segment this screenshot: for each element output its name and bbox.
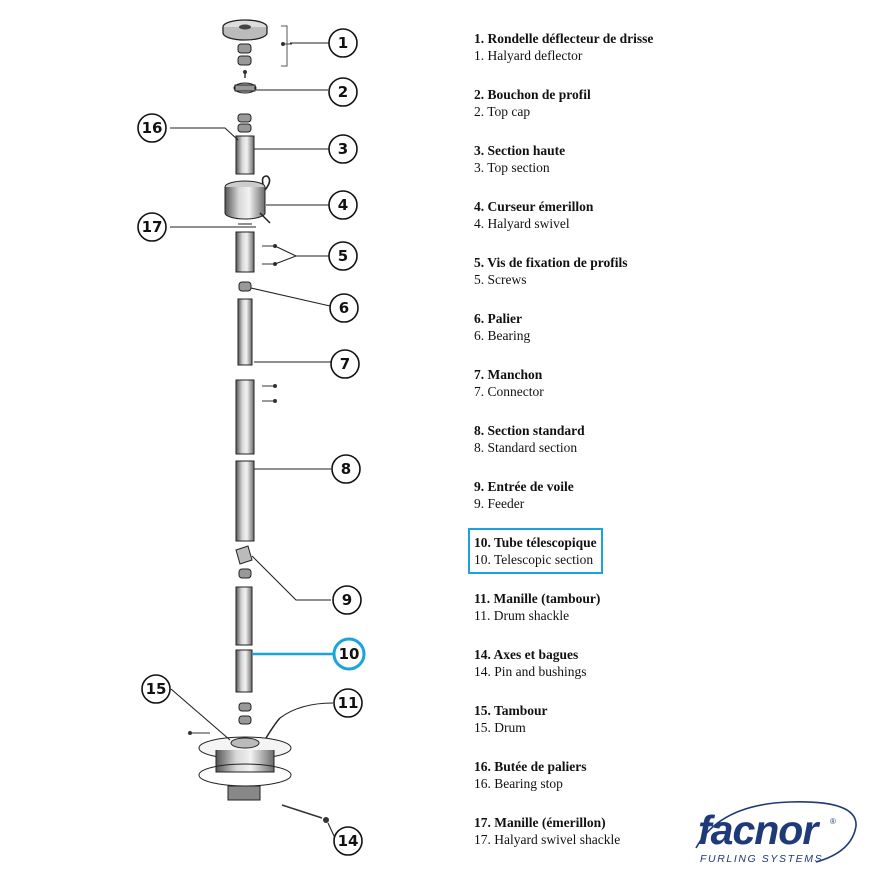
legend-item: 6. Palier 6. Bearing [474, 310, 754, 344]
facnor-logo: facnor ® FURLING SYSTEMS [695, 801, 857, 865]
legend-item-english: 5. Screws [474, 272, 527, 287]
part-telescopic-tube [235, 568, 253, 693]
legend-item-french: 9. Entrée de voile [474, 479, 574, 494]
legend-item-english: 6. Bearing [474, 328, 531, 343]
logo-wordmark: facnor [698, 807, 820, 853]
legend-item-english: 15. Drum [474, 720, 526, 735]
legend-item-english: 10. Telescopic section [474, 552, 594, 567]
legend-item: 14. Axes et bagues 14. Pin and bushings [474, 646, 754, 680]
legend-item: 2. Bouchon de profil 2. Top cap [474, 86, 754, 120]
callout-number: 14 [338, 832, 359, 850]
legend-item: 5. Vis de fixation de profils 5. Screws [474, 254, 754, 288]
legend-item-english: 2. Top cap [474, 104, 531, 119]
part-standard-section [235, 379, 277, 542]
legend-item: 15. Tambour 15. Drum [474, 702, 754, 736]
legend-item-english: 17. Halyard swivel shackle [474, 832, 621, 847]
legend-item-french: 6. Palier [474, 311, 522, 326]
legend-item-french: 14. Axes et bagues [474, 647, 579, 662]
legend-item-french: 17. Manille (émerillon) [474, 815, 606, 830]
callout-number: 5 [338, 247, 348, 265]
logo-registered-mark: ® [830, 817, 836, 826]
legend-item: 11. Manille (tambour) 11. Drum shackle [474, 590, 754, 624]
legend-item-english: 4. Halyard swivel [474, 216, 570, 231]
legend-item: 9. Entrée de voile 9. Feeder [474, 478, 754, 512]
logo-swoosh [695, 801, 857, 863]
part-drum [188, 702, 329, 823]
part-screws [235, 231, 277, 273]
legend-item-english: 8. Standard section [474, 440, 578, 455]
part-halyard-deflector [222, 19, 292, 78]
part-connector [237, 298, 253, 366]
legend-item-french: 4. Curseur émerillon [474, 199, 594, 214]
callout-number: 4 [338, 196, 348, 214]
legend-item-french: 16. Butée de paliers [474, 759, 587, 774]
legend-item-french: 3. Section haute [474, 143, 566, 158]
callout-number: 7 [340, 355, 350, 373]
legend-item-english: 11. Drum shackle [474, 608, 570, 623]
part-top-section [235, 135, 255, 175]
legend-item: 16. Butée de paliers 16. Bearing stop [474, 758, 754, 792]
callout-number: 11 [338, 694, 359, 712]
part-halyard-swivel [224, 175, 271, 225]
legend-item-english: 7. Connector [474, 384, 544, 399]
callout-number: 2 [338, 83, 348, 101]
callout-number: 3 [338, 140, 348, 158]
legend-item-french: 5. Vis de fixation de profils [474, 255, 628, 270]
callout-number-highlighted: 10 [339, 645, 360, 663]
part-feeder [235, 545, 253, 565]
legend-item-highlighted: 10. Tube télescopique 10. Telescopic sect… [468, 528, 603, 574]
legend-item: 17. Manille (émerillon) 17. Halyard swive… [474, 814, 754, 848]
legend-item-english: 9. Feeder [474, 496, 525, 511]
legend-item: 3. Section haute 3. Top section [474, 142, 754, 176]
legend-item-english: 16. Bearing stop [474, 776, 563, 791]
legend-item-french: 15. Tambour [474, 703, 548, 718]
legend-item: 8. Section standard 8. Standard section [474, 422, 754, 456]
legend-item-french: 8. Section standard [474, 423, 585, 438]
part-bearing [238, 281, 252, 292]
callout-number: 9 [342, 591, 352, 609]
logo-tagline: FURLING SYSTEMS [700, 853, 823, 865]
legend-item-french: 2. Bouchon de profil [474, 87, 591, 102]
legend-item-english: 1. Halyard deflector [474, 48, 583, 63]
legend-item-french: 7. Manchon [474, 367, 543, 382]
part-top-cap [233, 82, 257, 94]
legend-item-english: 3. Top section [474, 160, 550, 175]
callout-number: 16 [142, 119, 163, 137]
legend-item-french: 10. Tube télescopique [474, 535, 597, 550]
callout-number: 6 [339, 299, 349, 317]
callout-number: 17 [142, 218, 163, 236]
callout-number: 8 [341, 460, 351, 478]
legend-item: 4. Curseur émerillon 4. Halyard swivel [474, 198, 754, 232]
legend-item: 7. Manchon 7. Connector [474, 366, 754, 400]
callout-number: 1 [338, 34, 348, 52]
legend-item-french: 1. Rondelle déflecteur de drisse [474, 31, 654, 46]
legend-item-english: 14. Pin and bushings [474, 664, 587, 679]
part-bearing-stop [237, 113, 252, 133]
callout-number: 15 [146, 680, 167, 698]
legend-item-french: 11. Manille (tambour) [474, 591, 601, 606]
legend-item: 1. Rondelle déflecteur de drisse 1. Halya… [474, 30, 754, 64]
